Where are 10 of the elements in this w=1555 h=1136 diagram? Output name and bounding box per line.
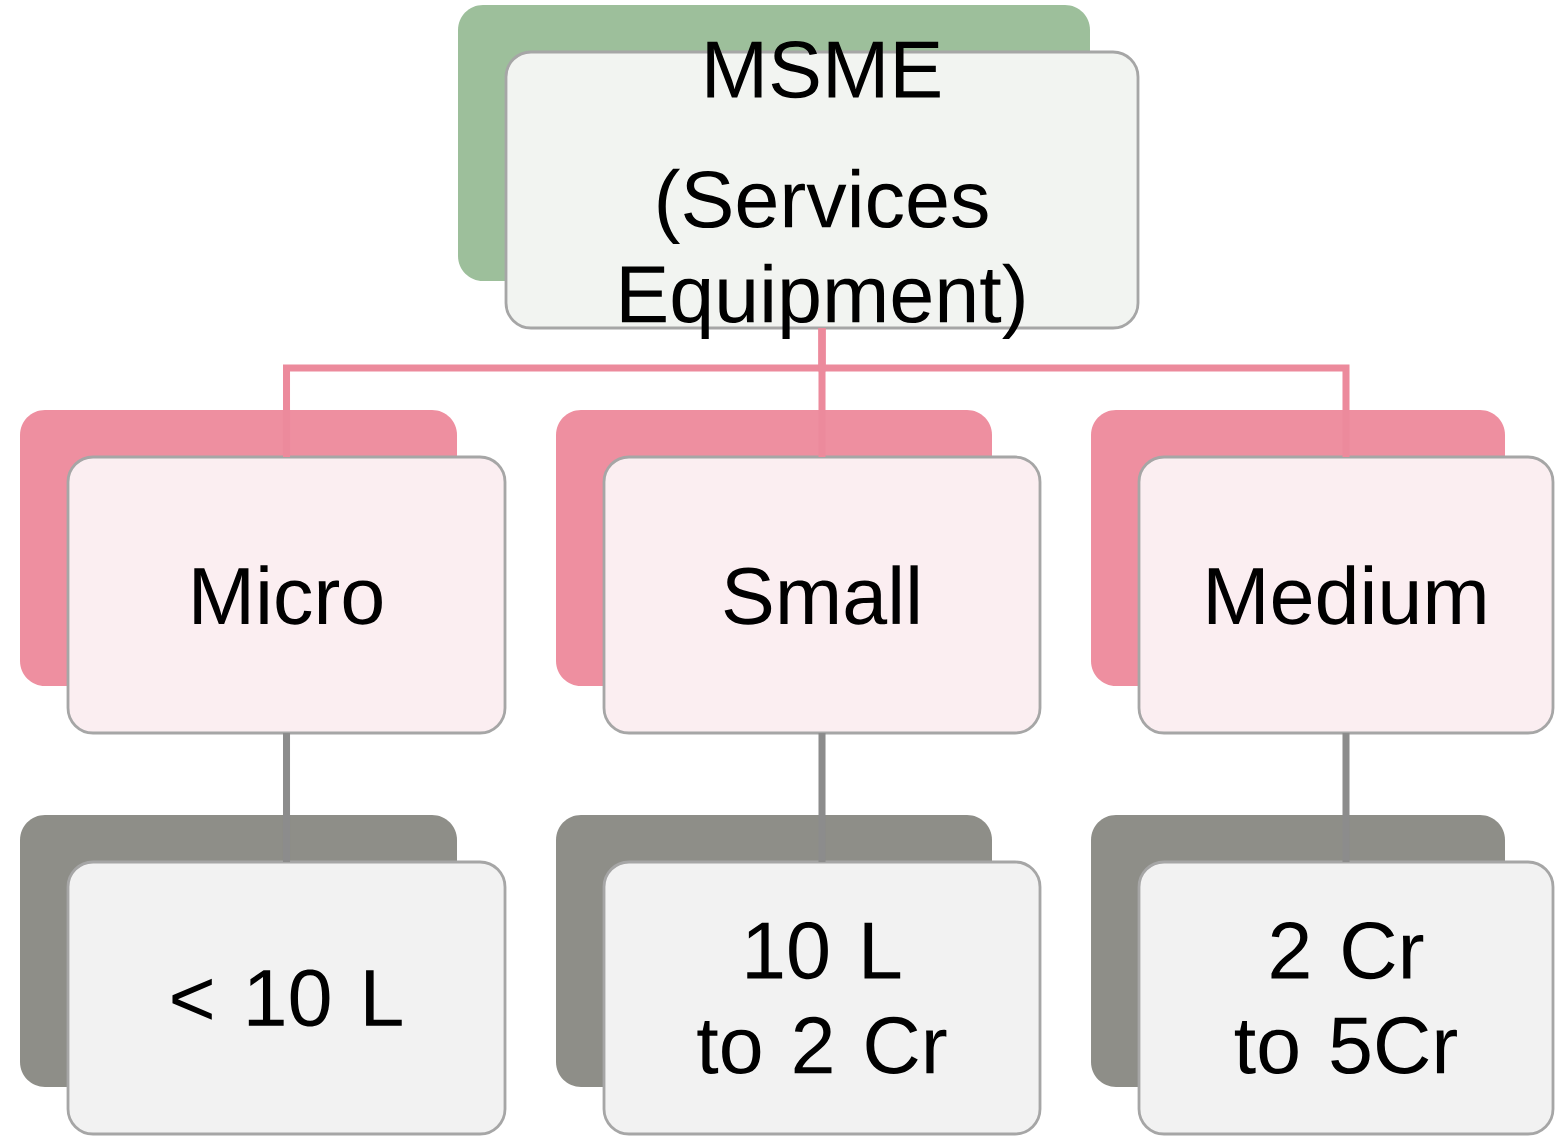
card-box: Micro [20, 410, 507, 735]
connector-line [1342, 733, 1350, 862]
card-box: Small [556, 410, 1042, 735]
card-box: 10 L to 2 Cr [556, 815, 1042, 1136]
card-box: < 10 L [20, 815, 507, 1136]
card-box: MSME (Services Equipment) [458, 5, 1140, 339]
connector-line [283, 733, 291, 862]
card-box: 2 Cr to 5Cr [1091, 815, 1555, 1136]
connector-line [818, 733, 826, 862]
card-box: Medium [1091, 410, 1555, 735]
